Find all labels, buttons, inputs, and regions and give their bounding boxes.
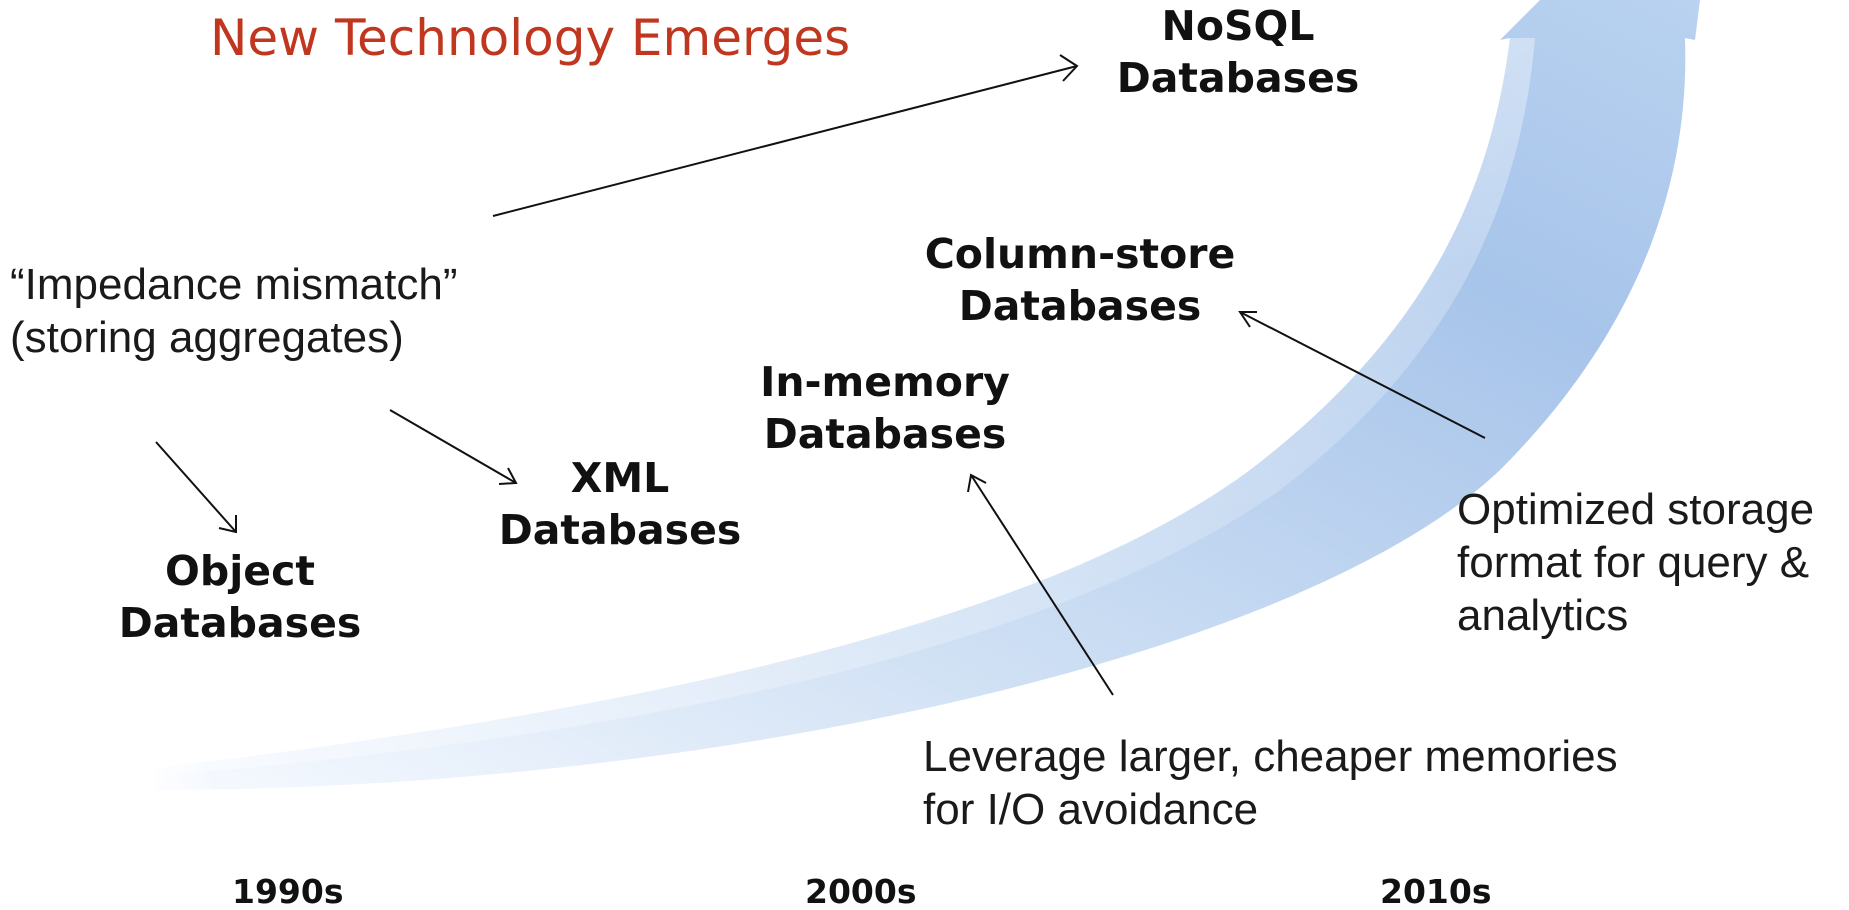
arrow-to-column-store-head	[1238, 311, 1257, 328]
label-nosql-databases: NoSQL Databases	[1108, 0, 1368, 104]
arrow-to-in-memory-head	[967, 473, 987, 493]
arrow-to-in-memory	[970, 474, 1114, 696]
label-column-store-databases: Column-store Databases	[915, 228, 1245, 332]
label-xml-line-2: Databases	[498, 506, 742, 554]
connector-arrows	[155, 54, 1486, 696]
note-impedance-line-1: “Impedance mismatch”	[10, 260, 458, 309]
note-optimized-line-2: format for query &	[1457, 538, 1810, 587]
arrow-to-nosql-head	[1059, 54, 1079, 82]
note-optimized-line-3: analytics	[1457, 591, 1629, 640]
label-in-memory-line-2: Databases	[763, 410, 1007, 458]
label-object-line-2: Databases	[118, 599, 362, 647]
label-in-memory-line-1: In-memory	[760, 358, 1010, 406]
decade-label-1990s: 1990s	[232, 872, 344, 910]
page-title: New Technology Emerges	[210, 9, 851, 67]
note-optimized-storage: Optimized storage format for query & ana…	[1457, 483, 1814, 642]
label-column-store-line-2: Databases	[958, 282, 1202, 330]
arrow-to-nosql	[492, 65, 1078, 217]
note-larger-memories: Leverage larger, cheaper memories for I/…	[923, 730, 1618, 836]
note-impedance-mismatch: “Impedance mismatch” (storing aggregates…	[10, 258, 457, 364]
label-object-databases: Object Databases	[110, 545, 370, 649]
decade-label-2010s: 2010s	[1380, 872, 1492, 910]
decade-label-2000s: 2000s	[805, 872, 917, 910]
note-memories-line-2: for I/O avoidance	[923, 785, 1259, 834]
label-nosql-line-1: NoSQL	[1161, 2, 1315, 50]
arrow-to-xml-head	[498, 467, 518, 485]
label-nosql-line-2: Databases	[1116, 54, 1360, 102]
arrow-to-column-store	[1239, 311, 1486, 439]
note-impedance-line-2: (storing aggregates)	[10, 313, 404, 362]
label-xml-line-1: XML	[570, 454, 670, 502]
arrow-to-xml	[389, 409, 517, 484]
arrow-to-object	[155, 441, 237, 533]
label-object-line-1: Object	[165, 547, 315, 595]
note-memories-line-1: Leverage larger, cheaper memories	[923, 732, 1618, 781]
label-xml-databases: XML Databases	[490, 452, 750, 556]
label-column-store-line-1: Column-store	[924, 230, 1236, 278]
label-in-memory-databases: In-memory Databases	[740, 356, 1030, 460]
arrow-to-object-head	[218, 515, 237, 534]
note-optimized-line-1: Optimized storage	[1457, 485, 1815, 534]
